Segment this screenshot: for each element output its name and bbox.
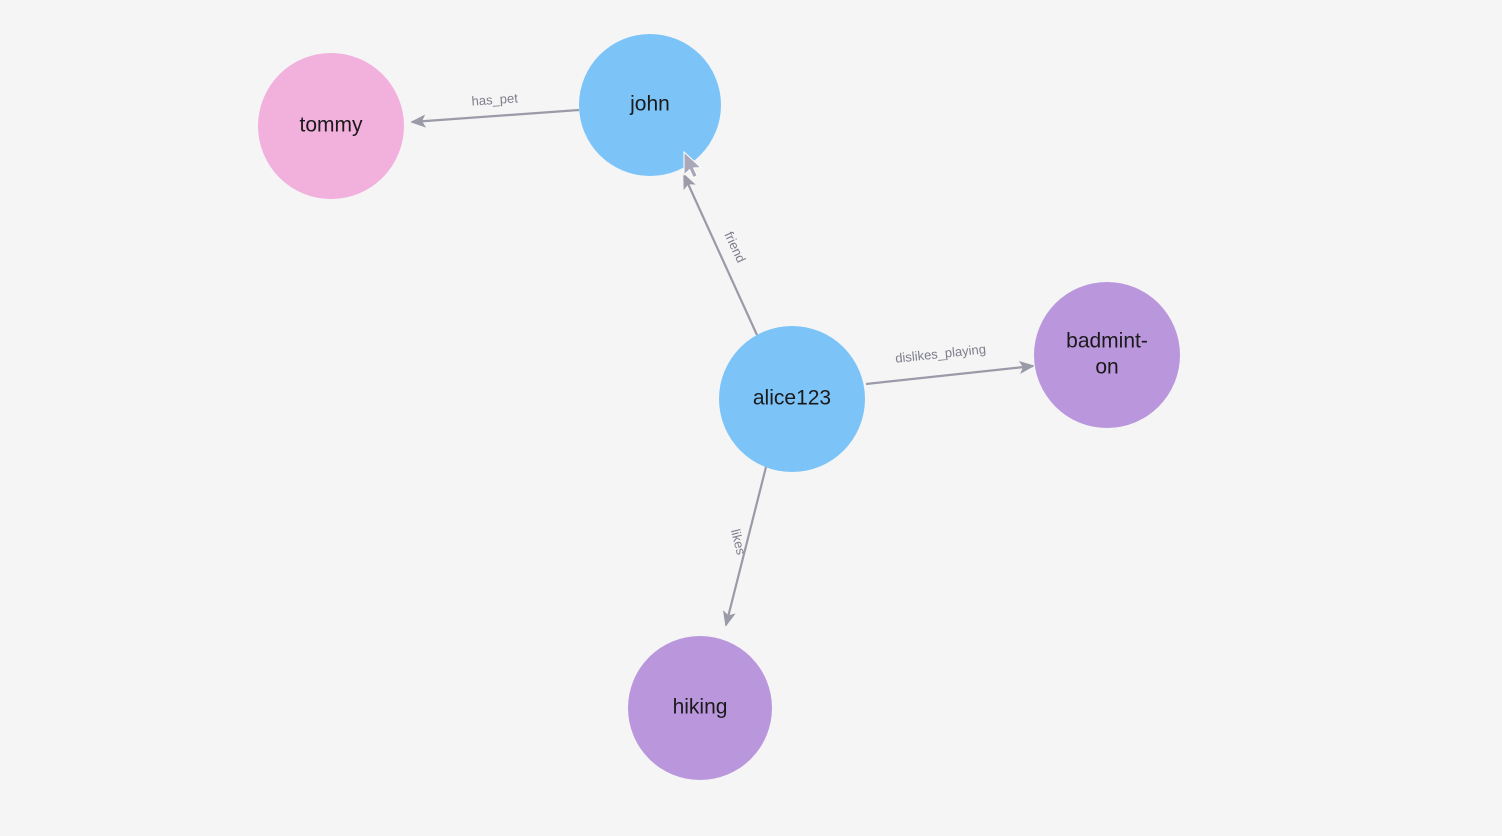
node-circle[interactable] (1034, 282, 1180, 428)
nodes-layer[interactable]: tommy john alice123 badmint-on hiking (258, 34, 1180, 780)
edge-label: likes (728, 527, 749, 556)
node-circle[interactable] (628, 636, 772, 780)
edge-label: friend (721, 229, 748, 265)
graph-edge (682, 173, 759, 336)
node-circle[interactable] (719, 326, 865, 472)
graph-edge (722, 466, 768, 627)
edge-label: dislikes_playing (894, 341, 986, 365)
graph-node-john[interactable]: john (579, 34, 721, 176)
graph-node-alice123[interactable]: alice123 (719, 326, 865, 472)
graph-edge (410, 108, 580, 128)
graph-edge (865, 360, 1035, 386)
node-circle[interactable] (579, 34, 721, 176)
graph-node-hiking[interactable]: hiking (628, 636, 772, 780)
edges-layer (410, 108, 1035, 627)
graph-node-tommy[interactable]: tommy (258, 53, 404, 199)
node-circle[interactable] (258, 53, 404, 199)
graph-node-badminton[interactable]: badmint-on (1034, 282, 1180, 428)
edge-label: has_pet (471, 90, 519, 108)
